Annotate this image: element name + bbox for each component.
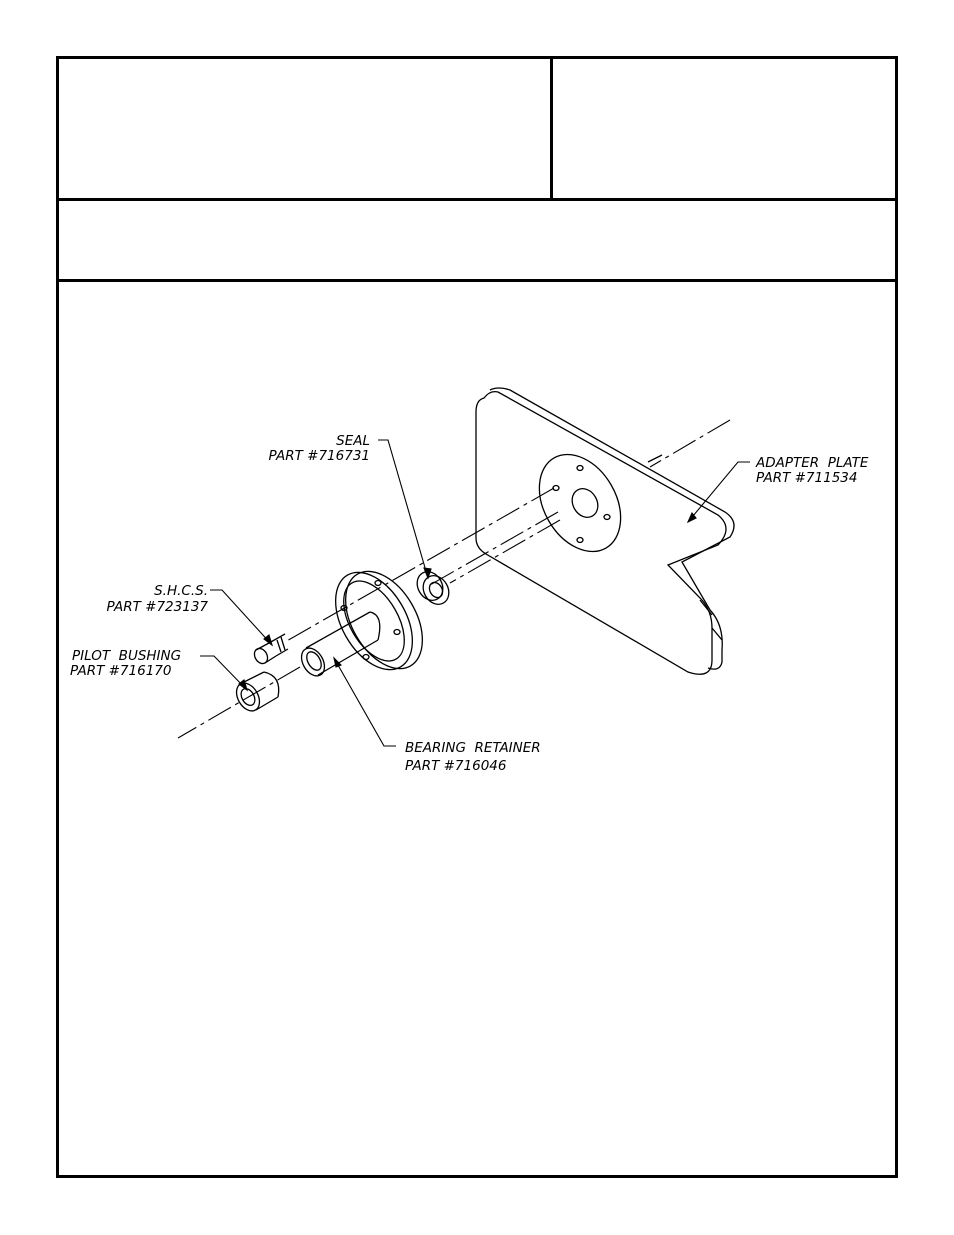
main-centerline-right xyxy=(649,419,731,468)
shcs-bolt xyxy=(253,633,289,665)
bearing-retainer xyxy=(300,570,423,677)
shcs-part-number: PART #723137 xyxy=(107,599,209,615)
title-divider-horizontal-1 xyxy=(56,198,898,201)
pilot-bushing-label: PILOT BUSHING xyxy=(72,648,181,664)
seal-label: SEAL xyxy=(336,433,370,449)
outer-border xyxy=(56,56,898,1178)
adapter-plate xyxy=(475,387,735,675)
bolt-centerline-2 xyxy=(429,511,559,586)
title-divider-horizontal-2 xyxy=(56,279,898,282)
centerlines xyxy=(177,419,731,739)
adapter-plate-back xyxy=(489,387,735,670)
leader-lines xyxy=(200,439,750,747)
pilot-bushing-part-number: PART #716170 xyxy=(70,663,171,679)
bearing-retainer-label: BEARING RETAINER xyxy=(405,740,541,756)
adapter-plate-label: ADAPTER PLATE xyxy=(755,455,869,471)
adapter-center-bore xyxy=(571,488,599,518)
seal xyxy=(416,571,450,605)
shcs-label: S.H.C.S. xyxy=(154,583,208,599)
seal-part-number: PART #716731 xyxy=(269,448,370,464)
main-centerline-mid xyxy=(449,519,561,584)
main-centerline-left xyxy=(177,666,301,739)
adapter-plate-part-number: PART #711534 xyxy=(756,470,857,486)
title-divider-vertical xyxy=(550,56,553,201)
adapter-hub-ring xyxy=(538,453,622,553)
adapter-plate-face xyxy=(475,390,727,675)
bearing-retainer-part-number: PART #716046 xyxy=(405,758,506,774)
bolt-centerline xyxy=(284,487,555,643)
